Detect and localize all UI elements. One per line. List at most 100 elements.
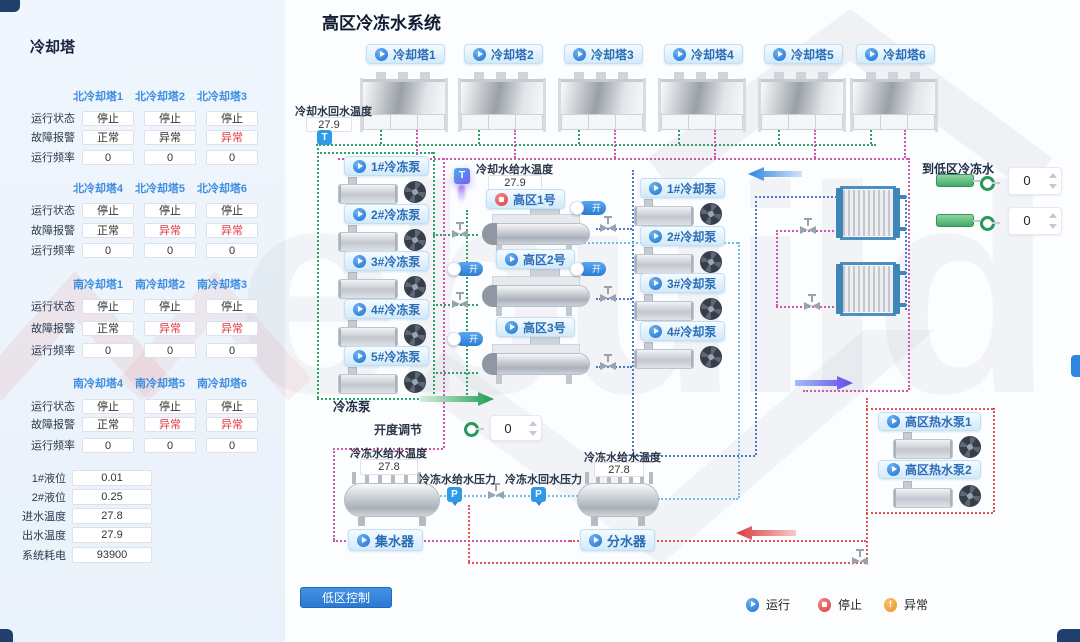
toggle-knob <box>570 262 584 276</box>
low-zone-control-button[interactable]: 低区控制 <box>300 587 392 608</box>
toggle-knob <box>570 201 584 215</box>
alarm-value: 异常 <box>206 129 258 145</box>
alarm-value: 异常 <box>206 222 258 238</box>
valve-icon[interactable] <box>800 218 816 236</box>
pump-graphic <box>338 225 430 255</box>
spinner-down-icon[interactable] <box>1049 184 1057 189</box>
tower-link[interactable]: 南冷却塔2 <box>134 279 186 291</box>
chilled-supply-temp-label: 冷冻水给水温度 <box>350 448 427 460</box>
valve-open-toggle[interactable]: 开 <box>447 332 483 347</box>
valve-icon[interactable] <box>600 216 616 234</box>
collector-button[interactable]: 集水器 <box>348 529 424 551</box>
stop-icon <box>818 597 831 612</box>
button-label: 高区1号 <box>513 192 556 207</box>
hot-pump-2-button[interactable]: 高区热水泵2 <box>878 460 981 479</box>
tower-link[interactable]: 北冷却塔1 <box>72 91 124 103</box>
low-zone-setpoint-2[interactable]: 0 <box>1008 207 1062 235</box>
valve-icon[interactable] <box>452 222 468 240</box>
fan-icon <box>700 298 722 320</box>
tower-link[interactable]: 南冷却塔6 <box>196 378 248 390</box>
status-value: 停止 <box>144 298 196 314</box>
pipe <box>738 242 740 498</box>
spinner-up-icon[interactable] <box>1049 213 1057 218</box>
alarm-value: 异常 <box>206 416 258 432</box>
cooling-pump-1-button[interactable]: 1#冷却泵 <box>640 178 726 198</box>
cooling-pump-2-button[interactable]: 2#冷却泵 <box>640 226 726 246</box>
to-low-zone-label: 到低区冷冻水 <box>922 162 995 176</box>
spinner-down-icon[interactable] <box>529 431 537 436</box>
distributor-button[interactable]: 分水器 <box>580 529 656 551</box>
pipe <box>803 390 908 392</box>
pipe <box>433 152 435 398</box>
valve-icon[interactable] <box>452 292 468 310</box>
pipe <box>866 398 868 562</box>
chiller-3-button[interactable]: 高区3号 <box>496 317 575 337</box>
freq-value: 0 <box>144 149 196 165</box>
valve-icon[interactable] <box>600 354 616 372</box>
tower-link[interactable]: 南冷却塔4 <box>72 378 124 390</box>
tower-link[interactable]: 南冷却塔3 <box>196 279 248 291</box>
run-icon <box>673 47 686 61</box>
pump-graphic <box>634 199 726 229</box>
legend-label: 异常 <box>904 598 929 612</box>
chilled-pump-5-button[interactable]: 5#冷冻泵 <box>344 346 430 366</box>
opening-adjust-input[interactable]: 0 <box>490 415 542 441</box>
pipe <box>993 408 995 512</box>
legend-stopped: 停止 <box>818 596 862 613</box>
tower-link[interactable]: 北冷却塔2 <box>134 91 186 103</box>
pipe <box>416 130 418 158</box>
cooling-pump-4-button[interactable]: 4#冷却泵 <box>640 321 726 341</box>
fan-icon <box>700 346 722 368</box>
tower-link[interactable]: 南冷却塔1 <box>72 279 124 291</box>
screen-edge-artifact <box>0 629 13 642</box>
chiller-1-button[interactable]: 高区1号 <box>486 189 565 209</box>
chilled-pump-1-button[interactable]: 1#冷冻泵 <box>344 156 430 176</box>
low-zone-setpoint-1[interactable]: 0 <box>1008 167 1062 195</box>
valve-indicator-ring <box>464 422 484 437</box>
button-label: 1#冷却泵 <box>667 181 717 196</box>
valve-icon[interactable] <box>488 483 504 501</box>
pipe <box>317 398 467 400</box>
cooling-tower-2-button[interactable]: 冷却塔2 <box>464 44 543 64</box>
run-icon <box>573 47 586 61</box>
tower-link[interactable]: 南冷却塔5 <box>134 378 186 390</box>
chiller-2-button[interactable]: 高区2号 <box>496 249 575 269</box>
valve-icon[interactable] <box>600 286 616 304</box>
pipe <box>380 130 382 144</box>
tower-link[interactable]: 北冷却塔3 <box>196 91 248 103</box>
cooling-tower-6-button[interactable]: 冷却塔6 <box>856 44 935 64</box>
pipe <box>317 152 433 154</box>
cooling-pump-3-button[interactable]: 3#冷却泵 <box>640 273 726 293</box>
run-icon <box>589 533 602 547</box>
button-label: 高区热水泵2 <box>905 463 972 477</box>
pipe <box>443 158 445 448</box>
spinner-down-icon[interactable] <box>1049 224 1057 229</box>
cooling-tower-4-button[interactable]: 冷却塔4 <box>664 44 743 64</box>
hot-pump-1-button[interactable]: 高区热水泵1 <box>878 412 981 431</box>
freq-value: 0 <box>206 242 258 258</box>
pump-graphic <box>893 432 985 462</box>
spinner-up-icon[interactable] <box>1049 173 1057 178</box>
valve-indicator-ring <box>980 176 1000 191</box>
pipe <box>678 130 680 144</box>
valve-open-toggle[interactable]: 开 <box>570 201 606 216</box>
chilled-pump-2-button[interactable]: 2#冷冻泵 <box>344 204 430 224</box>
tower-link[interactable]: 北冷却塔6 <box>196 183 248 195</box>
freq-value: 0 <box>206 149 258 165</box>
run-icon <box>353 349 366 363</box>
cooling-supply-temp-value: 27.9 <box>488 175 542 190</box>
temperature-badge-gradient: T <box>454 168 470 184</box>
cooling-tower-5-button[interactable]: 冷却塔5 <box>764 44 843 64</box>
cooling-tower-1-button[interactable]: 冷却塔1 <box>366 44 445 64</box>
valve-icon[interactable] <box>804 294 820 312</box>
tower-link[interactable]: 北冷却塔5 <box>134 183 186 195</box>
spinner-up-icon[interactable] <box>529 421 537 426</box>
tower-link[interactable]: 北冷却塔4 <box>72 183 124 195</box>
valve-icon[interactable] <box>852 549 868 567</box>
valve-open-toggle[interactable]: 开 <box>570 262 606 277</box>
cooling-tower-3-button[interactable]: 冷却塔3 <box>564 44 643 64</box>
chilled-pump-4-button[interactable]: 4#冷冻泵 <box>344 299 430 319</box>
valve-open-toggle[interactable]: 开 <box>447 262 483 277</box>
chilled-pump-3-button[interactable]: 3#冷冻泵 <box>344 251 430 271</box>
